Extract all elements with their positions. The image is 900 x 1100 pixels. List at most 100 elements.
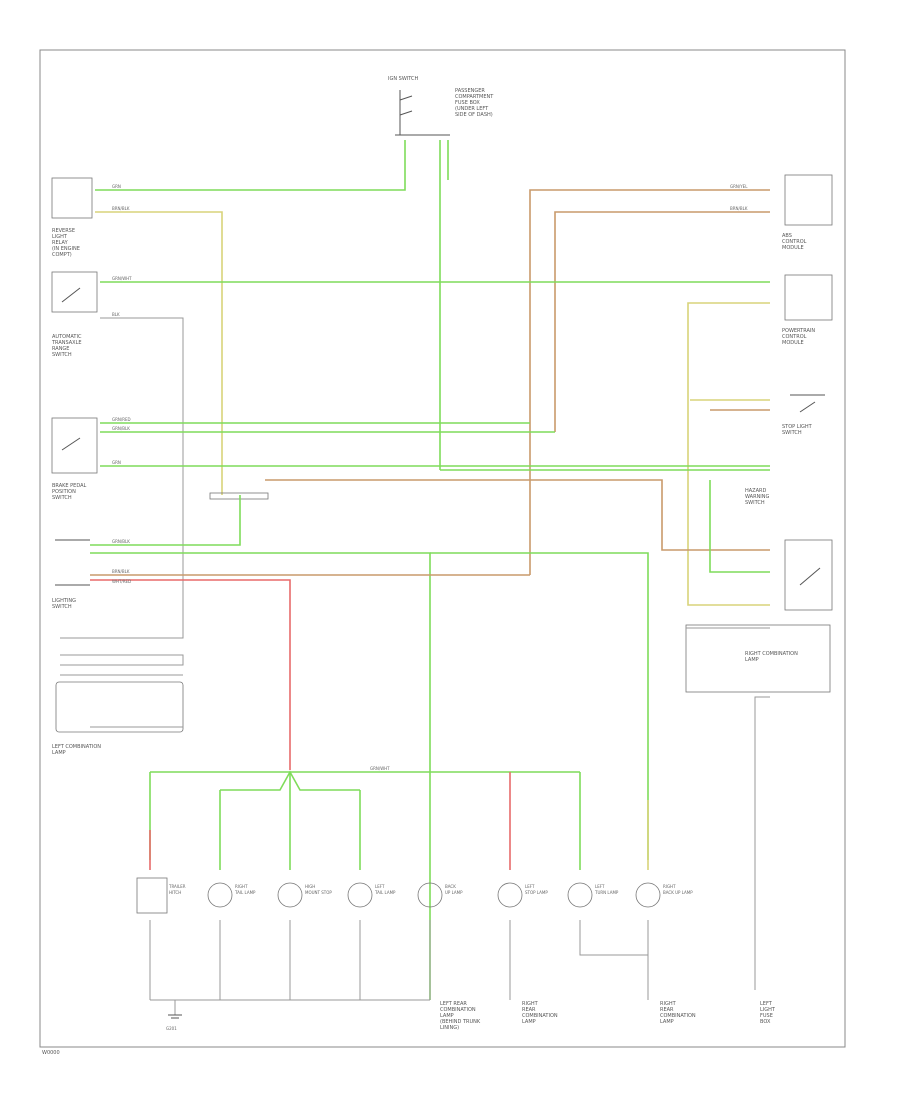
lamp-0-sub: HITCH [169,890,181,895]
note-3-line-0: LEFT [760,1001,773,1007]
ignition-sub-1: COMPARTMENT [455,94,494,100]
reverse-relay-sub-3: COMPT) [52,252,72,258]
hazard-label: HAZARD [745,488,767,494]
stoplight-switch-sub-0: SWITCH [782,430,802,436]
diagram-frame [39,49,846,1048]
note-2-line-0: RIGHT [660,1001,677,1007]
ignition-switch: IGN SWITCH PASSENGER COMPARTMENT FUSE BO… [388,76,494,136]
ground-label: G201 [166,1026,177,1031]
lamp-4-sub: UP LAMP [445,890,463,895]
lamp-2-sub: MOUNT STOP [305,890,332,895]
lamp-1: RIGHT TAIL LAMP [207,882,256,908]
note-0-line-4: LINING) [440,1025,459,1031]
lamp-3: LEFT TAIL LAMP [347,882,396,908]
wire-tag-5: GRN/YEL [730,184,748,189]
lamp-5-sub: STOP LAMP [525,890,548,895]
left-combo: LEFT COMBINATION LAMP [52,681,184,756]
lamp-6: LEFT TURN LAMP [567,882,619,908]
note-1-line-3: LAMP [522,1019,536,1025]
reverse-relay-sub-2: (IN ENGINE [52,246,80,252]
range-switch-label: AUTOMATIC [52,334,82,340]
lamps: TRAILER HITCH RIGHT TAIL LAMP HIGH MOUNT… [136,877,693,914]
wire-tag-2b: GRN/WHT [370,766,390,771]
note-1-line-0: RIGHT [522,1001,539,1007]
note-3-line-3: BOX [760,1019,771,1025]
note-2-line-1: REAR [660,1007,674,1013]
lamp-0: TRAILER HITCH [136,877,186,914]
reverse-relay-sub-1: RELAY [52,240,69,246]
ignition-sub-2: FUSE BOX [455,100,480,106]
left-combo-label: LEFT COMBINATION [52,744,101,750]
note-2-line-3: LAMP [660,1019,674,1025]
lamp-2: HIGH MOUNT STOP [277,882,332,908]
wire-tag-0b: GRN [112,460,121,465]
pcm-sub-1: MODULE [782,340,804,346]
abs-module: ABS CONTROL MODULE [782,174,833,251]
left-combo-sub-0: LAMP [52,750,66,756]
right-combo-sub-0: LAMP [745,657,759,663]
brake-switch-label: BRAKE PEDAL [52,483,87,489]
stoplight-switch-label: STOP LIGHT [782,424,813,430]
lamp-7-label: RIGHT [663,884,676,889]
wire-tag-1b: GRN/BLK [112,539,130,544]
note-0-line-1: COMBINATION [440,1007,476,1013]
lamp-4-label: BACK [445,884,456,889]
brake-switch-sub-1: SWITCH [52,495,72,501]
lamp-5: LEFT STOP LAMP [497,882,548,908]
pcm-label: POWERTRAIN [782,328,815,334]
note-0-line-0: LEFT REAR [440,1001,467,1007]
wire-tags: GRN BRN/BLK GRN/YEL BRN/BLK GRN/WHT BLK … [112,184,748,771]
ignition-switch-label: IGN SWITCH [388,76,419,82]
range-switch: AUTOMATIC TRANSAXLE RANGE SWITCH [51,271,98,358]
ignition-sub-4: SIDE OF DASH) [455,112,493,118]
wire-tag-4c: BRN/BLK [112,569,130,574]
range-switch-sub-0: TRANSAXLE [51,340,82,346]
lamp-1-sub: TAIL LAMP [234,890,256,895]
ground: G201 [166,1014,182,1031]
wires [60,140,770,1015]
right-combo: RIGHT COMBINATION LAMP [685,624,831,693]
note-3-line-2: FUSE [760,1013,773,1019]
hazard-switch: HAZARD WARNING SWITCH [745,488,833,611]
lamp-5-label: LEFT [525,884,535,889]
wire-tag-2: GRN/WHT [112,276,132,281]
brake-switch-sub-0: POSITION [52,489,76,495]
wire-tag-1: GRN/BLK [112,426,130,431]
abs-module-label: ABS [782,233,792,239]
lamp-2-label: HIGH [305,884,315,889]
note-3-line-1: LIGHT [760,1007,776,1013]
wire-tag-4: BRN/BLK [112,206,130,211]
lamp-7-sub: BACK UP LAMP [663,890,693,895]
wire-tag-6: WHT/RED [112,579,131,584]
light-switch-sub-0: SWITCH [52,604,72,610]
note-0-line-3: (BEHIND TRUNK [440,1019,481,1025]
stoplight-switch: STOP LIGHT SWITCH [782,394,825,436]
lamp-0-label: TRAILER [168,884,186,889]
ignition-sub-3: (UNDER LEFT [455,106,489,112]
light-switch-label: LIGHTING [52,598,76,604]
note-2-line-2: COMBINATION [660,1013,696,1019]
lamp-1-label: RIGHT [235,884,248,889]
wire-tag-0: GRN [112,184,121,189]
wire-tag-3: BLK [112,312,120,317]
reverse-relay-sub-0: LIGHT [52,234,68,240]
lamp-6-label: LEFT [595,884,605,889]
lamp-6-sub: TURN LAMP [594,890,619,895]
note-1-line-2: COMBINATION [522,1013,558,1019]
hazard-sub-1: SWITCH [745,500,765,506]
brake-switch: BRAKE PEDAL POSITION SWITCH [51,417,98,501]
hazard-sub-0: WARNING [745,494,770,500]
reverse-relay-label: REVERSE [52,228,75,234]
wire-tag-7: GRN/RED [112,417,131,422]
bottom-notes: LEFT REAR COMBINATION LAMP (BEHIND TRUNK… [440,1001,776,1031]
note-1-line-1: REAR [522,1007,536,1013]
abs-module-sub-1: MODULE [782,245,804,251]
range-switch-sub-1: RANGE [52,346,69,352]
footer-code: W0000 [42,1050,60,1056]
lamp-3-label: LEFT [375,884,385,889]
light-switch: LIGHTING SWITCH [52,539,90,610]
note-0-line-2: LAMP [440,1013,454,1019]
pcm-sub-0: CONTROL [782,334,807,340]
lamp-4: BACK UP LAMP [417,882,463,908]
